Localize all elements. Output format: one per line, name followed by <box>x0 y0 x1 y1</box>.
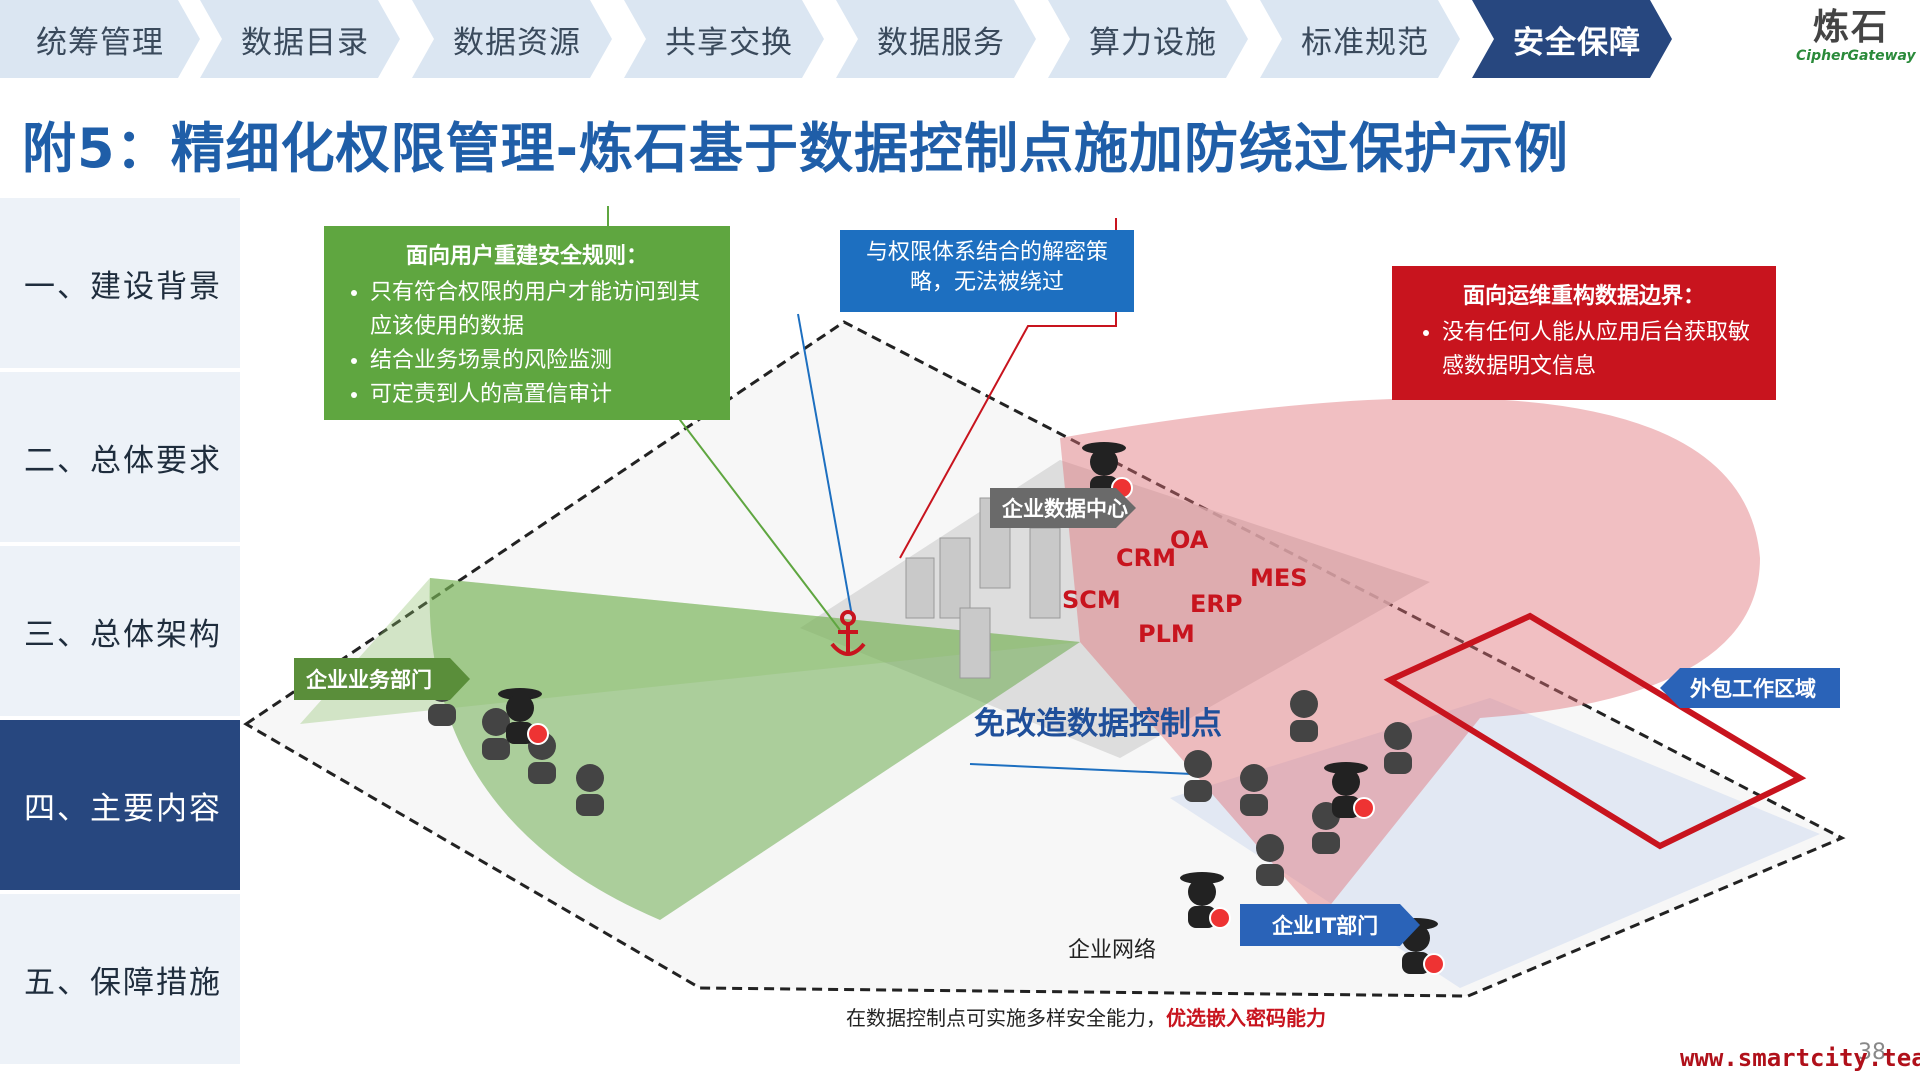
user-icon-body <box>528 762 556 784</box>
top-nav: 统筹管理 数据目录 数据资源 共享交换 数据服务 算力设施 标准规范 安全保障 <box>0 0 1800 80</box>
sidebar-item-safeguards[interactable]: 五、保障措施 <box>0 894 240 1066</box>
user-icon-body <box>576 794 604 816</box>
system-label-scm: SCM <box>1062 586 1121 614</box>
hacker-icon <box>1180 872 1231 929</box>
hacker-icon <box>498 688 549 745</box>
sidebar-item-architecture[interactable]: 三、总体架构 <box>0 546 240 718</box>
site-url: www.smartcity.team <box>1680 1044 1920 1072</box>
page-number: 38 <box>1858 1040 1886 1065</box>
user-rules-title: 面向用户重建安全规则： <box>405 244 648 269</box>
user-icon-body <box>1256 864 1284 886</box>
control-connector <box>969 763 1193 775</box>
red-protection-zone <box>1060 398 1760 918</box>
system-label-oa: OA <box>1170 526 1209 554</box>
user-rule-item: 结合业务场景的风险监测 <box>370 344 716 378</box>
page-title: 附5：精细化权限管理-炼石基于数据控制点施加防绕过保护示例 <box>22 117 1569 180</box>
user-icon-body <box>428 704 456 726</box>
user-icon-body <box>1240 794 1268 816</box>
nav-tab-catalog[interactable]: 数据目录 <box>200 0 400 78</box>
server-rack-4 <box>959 607 991 679</box>
data-control-point-label: 免改造数据控制点 <box>974 706 1222 742</box>
nav-tab-exchange[interactable]: 共享交换 <box>624 0 824 78</box>
decryption-policy-callout: 与权限体系结合的解密策略，无法被绕过 <box>840 230 1134 312</box>
outsource-zone-border <box>1383 612 1807 850</box>
anchor-icon <box>830 610 866 656</box>
system-label-plm: PLM <box>1138 620 1195 648</box>
nav-tab-services[interactable]: 数据服务 <box>836 0 1036 78</box>
system-label-erp: ERP <box>1190 590 1243 618</box>
ops-boundary-callout: 面向运维重构数据边界： 没有任何人能从应用后台获取敏感数据明文信息 <box>1392 266 1776 400</box>
user-icon <box>1256 834 1284 862</box>
footnote-highlight: 优选嵌入密码能力 <box>1166 1006 1326 1030</box>
sidebar-item-main-content[interactable]: 四、主要内容 <box>0 720 240 892</box>
security-diagram: 面向用户重建安全规则： 只有符合权限的用户才能访问到其应该使用的数据 结合业务场… <box>240 198 1920 1080</box>
diagram-canvas <box>243 206 1846 998</box>
user-icon-body <box>1384 752 1412 774</box>
server-rack-1 <box>939 537 971 619</box>
outsource-zone-tag: 外包工作区域 <box>1660 668 1840 708</box>
sidebar-item-background[interactable]: 一、建设背景 <box>0 198 240 370</box>
ops-boundary-item: 没有任何人能从应用后台获取敏感数据明文信息 <box>1442 316 1758 384</box>
sidebar-item-requirements[interactable]: 二、总体要求 <box>0 372 240 544</box>
server-rack-3 <box>1029 527 1061 619</box>
hacker-icon <box>1082 442 1133 499</box>
it-dept-tag: 企业IT部门 <box>1240 904 1420 946</box>
business-dept-tag: 企业业务部门 <box>294 658 470 700</box>
green-protection-zone <box>429 578 1081 920</box>
user-icon-body <box>1312 832 1340 854</box>
user-icon-body <box>482 738 510 760</box>
system-label-crm: CRM <box>1116 544 1176 572</box>
user-icon <box>576 764 604 792</box>
logo-subtext: CipherGateway <box>1796 48 1916 64</box>
server-rack-5 <box>905 557 935 619</box>
ops-boundary-title: 面向运维重构数据边界： <box>1462 284 1705 309</box>
user-icon-body <box>1184 780 1212 802</box>
system-label-mes: MES <box>1250 564 1308 592</box>
logo-text: 炼石 <box>1812 7 1889 48</box>
user-icon-body <box>1290 720 1318 742</box>
user-icon <box>1290 690 1318 718</box>
user-icon <box>1240 764 1268 792</box>
brand-logo: 炼石 CipherGateway <box>1796 7 1916 78</box>
user-icon <box>1184 750 1212 778</box>
user-rule-item: 只有符合权限的用户才能访问到其应该使用的数据 <box>370 276 716 344</box>
user-icon <box>482 708 510 736</box>
nav-tab-security[interactable]: 安全保障 <box>1472 0 1672 78</box>
nav-tab-standards[interactable]: 标准规范 <box>1260 0 1460 78</box>
diagram-footnote: 在数据控制点可实施多样安全能力，优选嵌入密码能力 <box>846 1002 1326 1031</box>
enterprise-network-label: 企业网络 <box>1068 938 1157 963</box>
footnote-prefix: 在数据控制点可实施多样安全能力， <box>846 1006 1166 1030</box>
user-icon <box>1384 722 1412 750</box>
user-rule-item: 可定责到人的高置信审计 <box>370 378 716 412</box>
nav-tab-compute[interactable]: 算力设施 <box>1048 0 1248 78</box>
hacker-icon <box>1324 762 1375 819</box>
datacenter-servers <box>905 497 1061 679</box>
blue-connector <box>797 313 853 617</box>
data-center-tag: 企业数据中心 <box>990 488 1136 528</box>
green-floor <box>300 578 1080 724</box>
user-rules-callout: 面向用户重建安全规则： 只有符合权限的用户才能访问到其应该使用的数据 结合业务场… <box>324 226 730 420</box>
user-rules-list: 只有符合权限的用户才能访问到其应该使用的数据 结合业务场景的风险监测 可定责到人… <box>338 276 716 412</box>
ops-boundary-list: 没有任何人能从应用后台获取敏感数据明文信息 <box>1410 316 1758 384</box>
sidebar: 一、建设背景 二、总体要求 三、总体架构 四、主要内容 五、保障措施 <box>0 198 240 1080</box>
nav-tab-planning[interactable]: 统筹管理 <box>0 0 200 78</box>
nav-tab-resources[interactable]: 数据资源 <box>412 0 612 78</box>
